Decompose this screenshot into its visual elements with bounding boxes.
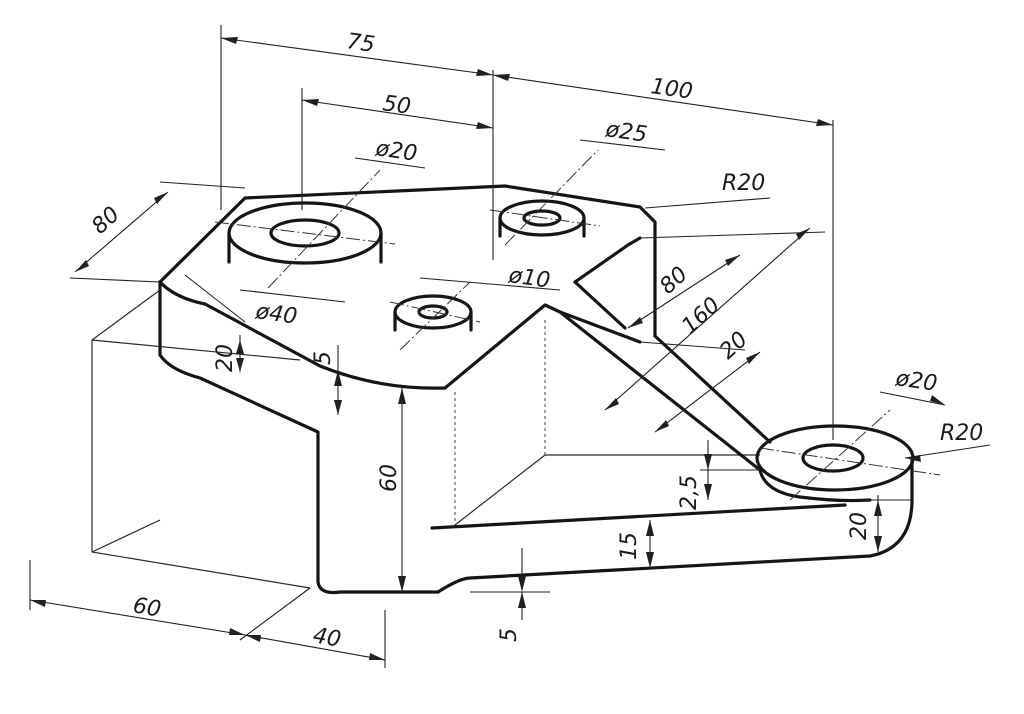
dim-r20-top: R20 xyxy=(722,171,765,196)
dim-20-right: 20 xyxy=(847,512,872,540)
dim-5-top: 5 xyxy=(311,351,336,365)
dim-phi20-top: ø20 xyxy=(373,136,419,167)
dim-5-bottom: 5 xyxy=(497,628,522,642)
dim-20-left: 20 xyxy=(213,344,238,372)
dim-15: 15 xyxy=(617,532,642,560)
dim-75: 75 xyxy=(345,29,376,58)
dimension-labels: 75 50 100 ø20 ø25 R20 80 ø10 80 160 ø40 … xyxy=(87,29,983,653)
dim-50: 50 xyxy=(381,91,412,120)
dim-phi40: ø40 xyxy=(253,299,299,330)
dim-phi20-right: ø20 xyxy=(893,366,939,397)
dim-80-right: 80 xyxy=(655,262,693,299)
dim-r20-right: R20 xyxy=(940,421,983,446)
center-lines xyxy=(214,149,941,501)
dim-phi25: ø25 xyxy=(603,117,649,148)
construction-lines xyxy=(91,289,760,589)
dim-60-height: 60 xyxy=(377,464,402,492)
dimension-lines xyxy=(29,25,991,668)
dim-60-base: 60 xyxy=(131,593,163,622)
dim-40-base: 40 xyxy=(311,623,343,652)
arrowheads xyxy=(30,37,945,660)
dim-160: 160 xyxy=(677,293,725,340)
dim-100: 100 xyxy=(649,74,694,105)
dim-2-5: 2,5 xyxy=(677,475,702,510)
part-outline xyxy=(158,184,915,595)
dim-phi10: ø10 xyxy=(506,263,552,294)
